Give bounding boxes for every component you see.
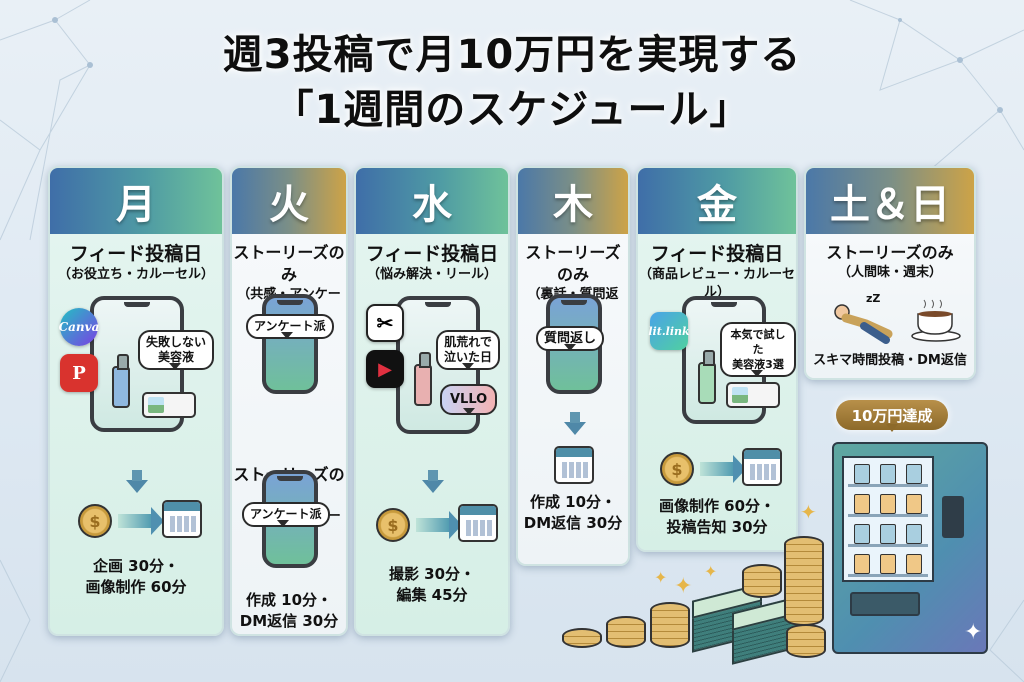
serum-bottle-icon <box>414 352 432 406</box>
day-card-wednesday: 水 フィード投稿日 （悩み解決・リール） ✂ ▶ 肌荒れで 泣いた日 VLLO … <box>354 166 510 636</box>
sparkle-icon: ✦ <box>800 500 817 524</box>
post-subtype: （人間味・週末） <box>837 265 942 280</box>
vending-machine-illustration <box>832 442 988 654</box>
coffee-cup-icon <box>911 299 961 342</box>
arrow-down-icon <box>126 470 148 493</box>
coin-stack-icon <box>650 602 690 648</box>
coin-stack-icon <box>562 628 602 648</box>
post-type: フィード投稿日 <box>365 243 499 265</box>
time-line-2: DM返信 30分 <box>239 612 339 630</box>
sparkle-icon: ✦ <box>964 620 983 645</box>
sleep-icon: zZ <box>866 292 881 305</box>
coin-stack-icon <box>784 536 824 626</box>
sparkle-icon: ✦ <box>704 562 718 581</box>
day-header: 金 <box>638 168 796 234</box>
day-header: 木 <box>518 168 628 234</box>
time-line-2: 投稿告知 30分 <box>666 518 768 536</box>
post-type: フィード投稿日 <box>69 243 203 265</box>
vllo-badge: VLLO <box>440 384 498 415</box>
calendar-icon <box>162 500 202 538</box>
day-header: 水 <box>356 168 508 234</box>
title-line-1: 週3投稿で月10万円を実現する <box>222 32 802 78</box>
relaxing-person-icon <box>834 304 893 344</box>
time-line-1: 作成 10分・ <box>529 493 617 511</box>
image-card-icon <box>726 382 780 408</box>
time-line-1: 作成 10分・ <box>245 591 333 609</box>
coin-icon: $ <box>660 452 694 486</box>
speech-bubble: 肌荒れで 泣いた日 <box>436 330 501 370</box>
serum-bottle-icon <box>698 350 716 404</box>
sparkle-icon: ✦ <box>674 574 693 599</box>
post-subtype: （お役立ち・カルーセル） <box>57 267 214 282</box>
page-title: 週3投稿で月10万円を実現する 「1週間のスケジュール」 <box>0 28 1024 138</box>
post-type: ストーリーズのみ <box>826 243 954 262</box>
speech-bubble: 失敗しない 美容液 <box>138 330 215 370</box>
time-line-2: DM返信 30分 <box>523 514 623 532</box>
arrow-right-icon <box>700 455 746 483</box>
title-line-2: 「1週間のスケジュール」 <box>273 87 751 133</box>
day-card-friday: 金 フィード投稿日 （商品レビュー・カルーセル） lit.link 本気で試した… <box>636 166 798 552</box>
day-card-tuesday: 火 ストーリーズのみ （共感・アンケート） アンケート派 ストーリーズのみ （共… <box>230 166 348 636</box>
day-card-weekend: 土＆日 ストーリーズのみ （人間味・週末） zZ スキマ時間投稿・DM返信 <box>804 166 976 380</box>
image-card-icon <box>142 392 196 418</box>
weekend-caption: スキマ時間投稿・DM返信 <box>813 353 967 368</box>
day-card-thursday: 木 ストーリーズのみ （裏話・質問返し） 質問返し 作成 10分・ DM返信 3… <box>516 166 630 566</box>
post-type: フィード投稿日 <box>650 243 784 265</box>
litlink-app-icon: lit.link <box>648 312 690 350</box>
coin-stack-icon <box>606 616 646 648</box>
dispense-slot <box>850 592 920 616</box>
calendar-icon <box>554 446 594 484</box>
time-line-1: 撮影 30分・ <box>388 565 476 583</box>
time-line-1: 企画 30分・ <box>92 557 180 575</box>
post-type: ストーリーズのみ <box>233 243 345 284</box>
speech-bubble: アンケート派 <box>246 314 334 339</box>
video-app-icon: ▶ <box>366 350 404 388</box>
time-line-2: 画像制作 60分 <box>85 578 187 596</box>
day-card-monday: 月 フィード投稿日 （お役立ち・カルーセル） Canva P 失敗しない 美容液… <box>48 166 224 636</box>
speech-bubble: アンケート派 <box>242 502 330 527</box>
time-line-2: 編集 45分 <box>396 586 468 604</box>
speech-bubble: 質問返し <box>536 326 605 351</box>
arrow-down-icon <box>422 470 444 493</box>
day-header: 月 <box>50 168 222 234</box>
arrow-right-icon <box>118 507 164 535</box>
calendar-icon <box>742 448 782 486</box>
coin-icon: $ <box>78 504 112 538</box>
coin-stack-icon <box>742 564 782 598</box>
arrow-down-icon <box>564 412 586 435</box>
coin-icon: $ <box>376 508 410 542</box>
keypad-icon <box>942 496 964 538</box>
arrow-right-icon <box>416 511 462 539</box>
goal-badge: 10万円達成 <box>836 400 948 432</box>
day-header: 土＆日 <box>806 168 974 234</box>
sparkle-icon: ✦ <box>654 568 668 587</box>
post-type: ストーリーズのみ <box>525 243 621 284</box>
day-header: 火 <box>232 168 346 234</box>
capcut-app-icon: ✂ <box>366 304 404 342</box>
coin-stack-icon <box>786 624 826 658</box>
speech-bubble: 本気で試した 美容液3選 <box>720 322 796 377</box>
calendar-icon <box>458 504 498 542</box>
pdf-app-icon: P <box>60 354 98 392</box>
serum-bottle-icon <box>112 354 130 408</box>
phone-icon <box>262 294 318 394</box>
post-subtype: （悩み解決・リール） <box>366 267 497 282</box>
time-line-1: 画像制作 60分・ <box>658 497 776 515</box>
canva-app-icon: Canva <box>59 308 99 346</box>
